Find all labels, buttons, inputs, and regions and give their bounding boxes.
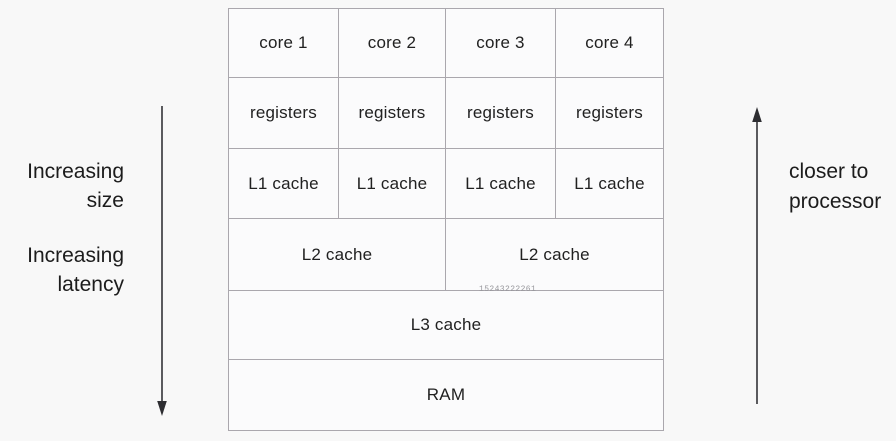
core-1-cell: core 1 xyxy=(229,9,338,77)
l1-cache-cell-4: L1 cache xyxy=(556,149,663,218)
l1-cache-cell-2: L1 cache xyxy=(339,149,445,218)
registers-cell-2: registers xyxy=(339,78,445,148)
down-arrow-icon xyxy=(157,106,167,416)
registers-cell-1: registers xyxy=(229,78,338,148)
l1-cache-cell-3: L1 cache xyxy=(446,149,555,218)
l2-cache-cell-1: L2 cache xyxy=(229,219,445,290)
l2-cache-cell-2: L2 cache xyxy=(446,219,663,290)
closer-to-processor-label: closer to processor xyxy=(789,157,894,217)
increasing-latency-label: Increasing latency xyxy=(8,241,124,299)
increasing-size-line1: Increasing xyxy=(27,160,124,183)
increasing-latency-line1: Increasing xyxy=(27,244,124,267)
closer-to-processor-line2: processor xyxy=(789,190,882,213)
increasing-latency-line2: latency xyxy=(57,273,124,296)
l3-cache-cell: L3 cache xyxy=(229,291,663,359)
core-2-cell: core 2 xyxy=(339,9,445,77)
core-3-cell: core 3 xyxy=(446,9,555,77)
up-arrow-icon xyxy=(752,107,762,404)
timestamp-watermark: 15243222261 xyxy=(479,285,537,294)
l1-cache-cell-1: L1 cache xyxy=(229,149,338,218)
registers-cell-3: registers xyxy=(446,78,555,148)
ram-cell: RAM xyxy=(229,360,663,430)
increasing-size-line2: size xyxy=(86,189,124,212)
core-4-cell: core 4 xyxy=(556,9,663,77)
closer-to-processor-line1: closer to xyxy=(789,160,869,183)
increasing-size-label: Increasing size xyxy=(8,157,124,215)
memory-hierarchy-table: core 1 core 2 core 3 core 4 registers re… xyxy=(228,8,664,431)
registers-cell-4: registers xyxy=(556,78,663,148)
